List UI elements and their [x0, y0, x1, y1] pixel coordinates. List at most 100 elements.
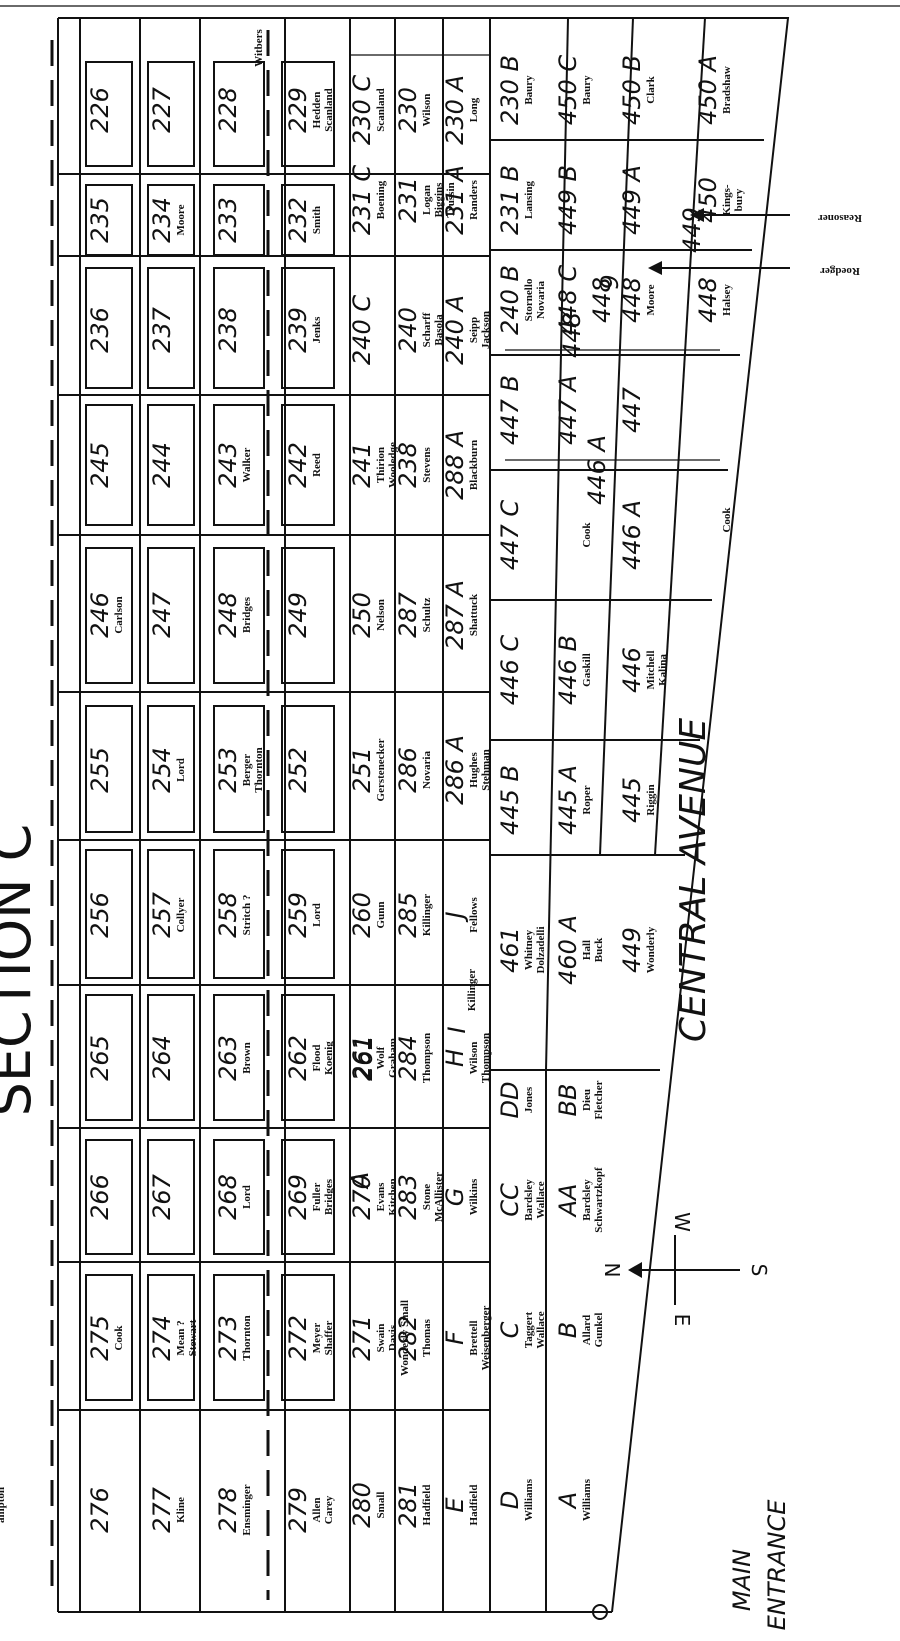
owner-name: Dolzadelli [535, 926, 547, 973]
owner-name: Swain [375, 1324, 387, 1353]
owner-name: Novaria [535, 281, 547, 319]
plot-number: 446 A [618, 500, 646, 570]
plot-row8-3: 447 A [554, 375, 582, 445]
plot-number: DD [496, 1082, 524, 1119]
owner-name: Gunkel [593, 1313, 605, 1348]
plot-number: 278 [214, 1487, 242, 1533]
plot-row9-1: 449 A [618, 165, 646, 235]
owner-name: Schwartzkopf [593, 1167, 605, 1233]
plot-number: 231 A [441, 165, 469, 235]
owner-name: Wonderly Small [399, 1300, 411, 1376]
owner-name: Lord [175, 758, 187, 782]
plot-number: 276 [86, 1487, 114, 1533]
plot-number: 239 [284, 307, 312, 353]
owner-name: Dieu [581, 1089, 593, 1111]
owner-name: Small [375, 1492, 387, 1519]
arrow-roedger [648, 261, 790, 275]
plot-number: 448 [694, 277, 722, 323]
owner-name: Wolf [375, 1046, 387, 1069]
owner-name: Jones [523, 1086, 535, 1113]
plot-extra-c270b: 261 [350, 1035, 378, 1081]
plot-number: 447 C [496, 500, 524, 570]
owner-name: Moore [645, 284, 657, 315]
plot-row7-3: 447 B [496, 375, 524, 445]
owner-name: Allard [581, 1315, 593, 1346]
plot-number: 253 [214, 747, 242, 793]
owner-name: Stritch ? [241, 895, 253, 936]
plot-number: 245 [86, 442, 114, 488]
owner-name: Gaskill [581, 653, 593, 687]
owner-name: Baury [523, 75, 535, 105]
plot-number: 279 [284, 1487, 312, 1533]
plot-row3-0: 228 [214, 87, 242, 133]
plot-number: 266 [86, 1174, 114, 1220]
owner-name: Fellows [468, 897, 480, 933]
plot-row5a-2: 240 C [348, 295, 376, 365]
owner-name: Brettell [468, 1320, 480, 1355]
owner-name: Lord [241, 1185, 253, 1209]
plot-row1-3: 245 [86, 442, 114, 488]
plot-number: 229 [284, 87, 312, 133]
owner-name: Meyer [311, 1323, 323, 1354]
owner-name: Cook [113, 1325, 125, 1351]
plot-number: F [441, 1330, 469, 1345]
label-roedger: Roedger [820, 265, 860, 277]
plot-number: 450 A [694, 55, 722, 125]
plot-number: 240 C [348, 295, 376, 365]
owner-name: Collyer [175, 897, 187, 932]
plot-number: 247 [148, 591, 176, 638]
owner-name: Thomas [421, 1318, 433, 1357]
owner-name: Shaffer [323, 1320, 335, 1355]
plot-number: 268 [214, 1174, 242, 1220]
owner-name: Wonderly [645, 926, 657, 973]
owner-name: Hadfield [421, 1485, 433, 1526]
owner-name: Graham [387, 1038, 399, 1078]
owner-name: Ensminger [241, 1484, 253, 1535]
plot-number: 450 [694, 177, 722, 223]
plot-row4-4: 249 [284, 592, 312, 638]
plot-number: 265 [86, 1035, 114, 1081]
owner-name: Whitney [523, 929, 535, 970]
plot-number: 274 [148, 1315, 176, 1361]
owner-name: Schultz [421, 597, 433, 632]
plot-row4-5: 252 [284, 747, 312, 793]
owner-name: Reed [311, 453, 323, 477]
plot-number: 232 [284, 197, 312, 243]
owner-name: Randers [468, 179, 480, 219]
entrance-marker [592, 1604, 608, 1620]
plot-number: 261 [348, 1035, 376, 1081]
plot-number: H [441, 1049, 469, 1067]
plot-number: 285 [394, 892, 422, 938]
plot-number: 446 [618, 647, 646, 693]
plot-number: 252 [284, 747, 312, 793]
plot-number: AA [554, 1184, 582, 1219]
owner-name: Scanland [323, 88, 335, 131]
owner-name: Novaria [421, 751, 433, 789]
